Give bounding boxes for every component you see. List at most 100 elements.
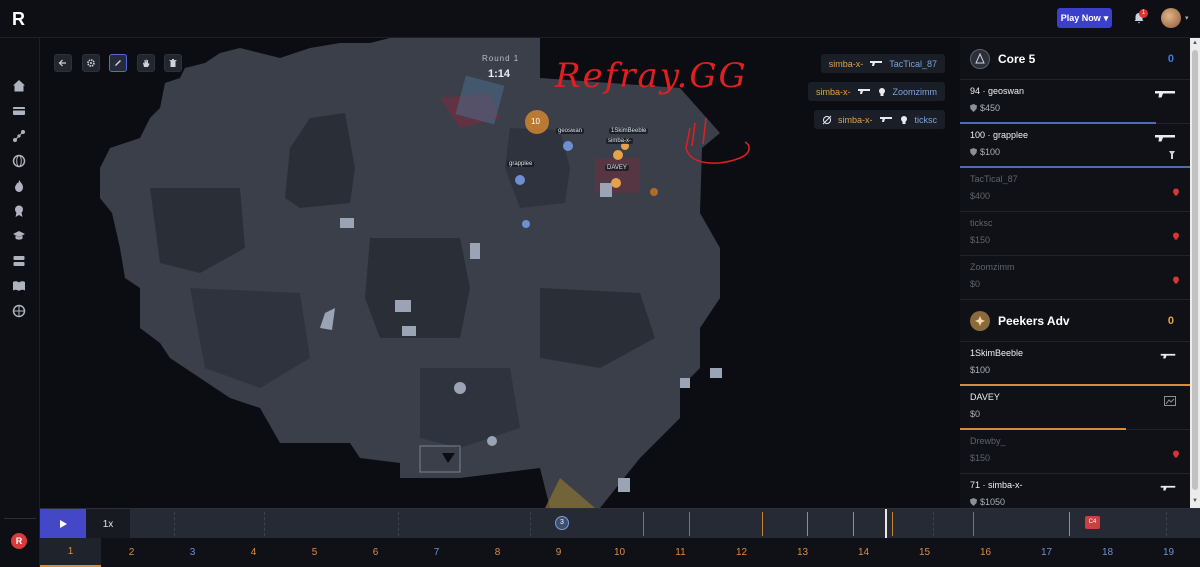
bomb-plant-marker[interactable]: C4: [1085, 516, 1100, 529]
playback-speed-button[interactable]: 1x: [86, 509, 130, 539]
back-button[interactable]: [54, 54, 72, 72]
timeline-playhead[interactable]: [885, 509, 887, 539]
map-player-tag: simba-x-: [606, 138, 634, 144]
team-header: Peekers Adv 0: [960, 300, 1190, 342]
team-header: Core 5 0: [960, 38, 1190, 80]
round-tab[interactable]: 3: [189, 547, 196, 558]
timeline-event-marker[interactable]: 3: [555, 516, 569, 530]
globe-icon[interactable]: [12, 154, 26, 168]
map-viewport[interactable]: Refray.GG Round 1 1:14 10 geoswan 1SkimB…: [40, 38, 960, 508]
round-tab[interactable]: 19: [1162, 547, 1175, 558]
scrollbar-thumb[interactable]: [1192, 50, 1198, 490]
team-name: Core 5: [998, 51, 1036, 66]
round-tab[interactable]: 18: [1101, 547, 1114, 558]
defuse-kit-icon: [1169, 151, 1175, 159]
server-icon[interactable]: [12, 254, 26, 268]
player-row[interactable]: DAVEY $0: [960, 386, 1190, 430]
card-icon[interactable]: [12, 104, 26, 118]
avatar[interactable]: [1161, 8, 1181, 28]
timeline-tick: [1166, 512, 1167, 536]
round-tab[interactable]: 8: [494, 547, 501, 558]
play-now-label: Play Now: [1060, 13, 1101, 23]
pistol-icon: [870, 61, 883, 66]
timeline-track[interactable]: 3 C4: [130, 509, 1200, 539]
book-icon[interactable]: [12, 279, 26, 293]
timeline-tick: [530, 512, 531, 536]
round-tab[interactable]: 4: [250, 547, 257, 558]
round-tab[interactable]: 11: [675, 547, 686, 558]
round-tab[interactable]: 6: [372, 547, 379, 558]
player-row[interactable]: 1SkimBeeble $100: [960, 342, 1190, 386]
t-kill-marker: [1069, 512, 1070, 536]
crosshair-globe-icon[interactable]: [12, 304, 26, 318]
ct-kill-marker: [973, 512, 974, 536]
team-emblem-icon: [975, 315, 985, 326]
draw-tool-button[interactable]: [109, 54, 127, 72]
player-row[interactable]: ticksc $150: [960, 212, 1190, 256]
settings-button[interactable]: [82, 54, 100, 72]
player-row[interactable]: 94 · geoswan $450: [960, 80, 1190, 124]
player-money: $100: [970, 365, 991, 375]
kill-feed-killer: simba-x-: [815, 86, 851, 97]
round-tab[interactable]: 5: [311, 547, 318, 558]
player-row[interactable]: 71 · simba-x- $1050: [960, 474, 1190, 508]
round-tab[interactable]: 14: [857, 547, 870, 558]
player-name: TacTical_87: [970, 174, 1018, 184]
map-radar: [100, 38, 750, 508]
player-row[interactable]: Drewby_ $150: [960, 430, 1190, 474]
graduation-cap-icon[interactable]: [12, 229, 26, 243]
delete-button[interactable]: [164, 54, 182, 72]
ct-kill-marker: [689, 512, 690, 536]
player-name: ticksc: [970, 218, 993, 228]
brand-logo[interactable]: R: [12, 9, 25, 29]
player-money-line: $0: [970, 279, 1180, 289]
scroll-down-arrow-icon[interactable]: ▼: [1192, 498, 1198, 504]
player-money-line: $150: [970, 453, 1180, 463]
player-name: 100 · grapplee: [970, 130, 1029, 140]
pencil-icon: [115, 60, 121, 66]
skull-icon: [1173, 276, 1179, 284]
player-name: 71 · simba-x-: [970, 480, 1023, 490]
round-tab[interactable]: 10: [613, 547, 626, 558]
play-button[interactable]: [40, 509, 86, 539]
player-money-line: $100: [970, 147, 1180, 157]
map-player-tag: 1SkimBeeble: [609, 128, 649, 134]
armor-icon: [970, 148, 977, 156]
fire-icon[interactable]: [12, 179, 26, 193]
play-now-button[interactable]: Play Now ▾: [1057, 8, 1112, 28]
round-tab[interactable]: 2: [128, 547, 135, 558]
player-row[interactable]: 100 · grapplee $100: [960, 124, 1190, 168]
timeline-tick: [398, 512, 399, 536]
t-kill-marker: [807, 512, 808, 536]
round-tab[interactable]: 13: [796, 547, 809, 558]
round-tab[interactable]: 15: [918, 547, 931, 558]
player-row[interactable]: Zoomzimm $0: [960, 256, 1190, 300]
player-name: 94 · geoswan: [970, 86, 1025, 96]
arrow-left-icon: [58, 59, 66, 67]
player-name: 1SkimBeeble: [970, 348, 1024, 358]
footer-brand-logo[interactable]: R: [11, 533, 27, 549]
round-tab[interactable]: 9: [555, 547, 562, 558]
kill-feed-entry: simba-x- Zoomzimm: [807, 82, 945, 101]
round-tab[interactable]: 7: [433, 547, 440, 558]
timeline-tick: [174, 512, 175, 536]
award-icon[interactable]: [12, 204, 26, 218]
player-money: $150: [970, 453, 991, 463]
team-logo: [970, 48, 990, 69]
timeline-tick: [264, 512, 265, 536]
team-score: 0: [1167, 52, 1174, 65]
round-tab[interactable]: 1: [40, 538, 101, 567]
home-icon[interactable]: [12, 79, 26, 93]
round-tab[interactable]: 16: [979, 547, 992, 558]
round-tab[interactable]: 12: [735, 547, 748, 558]
pan-tool-button[interactable]: [137, 54, 155, 72]
player-money-line: $100: [970, 365, 1180, 375]
network-icon[interactable]: [12, 129, 26, 143]
round-tab[interactable]: 17: [1040, 547, 1053, 558]
player-money: $150: [970, 235, 991, 245]
chevron-down-icon[interactable]: ▾: [1185, 15, 1189, 22]
scroll-up-arrow-icon[interactable]: ▲: [1192, 40, 1198, 46]
kill-feed-entry: simba-x- TacTical_87: [820, 54, 945, 73]
player-row[interactable]: TacTical_87 $400: [960, 168, 1190, 212]
pistol-icon: [1155, 91, 1175, 98]
